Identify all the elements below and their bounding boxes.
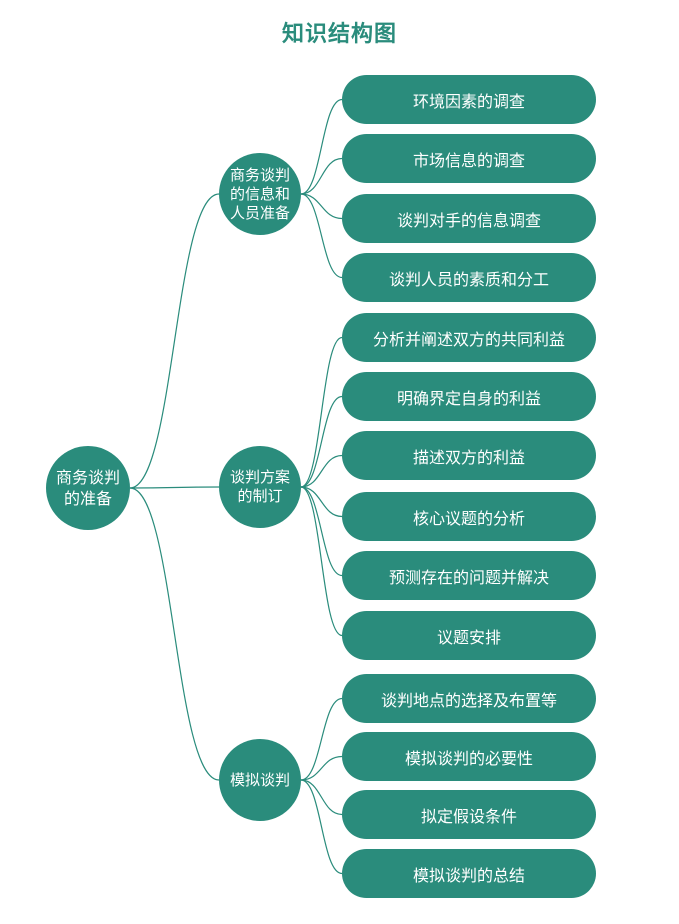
leaf-label: 模拟谈判的必要性 bbox=[404, 748, 533, 768]
leaf-label: 谈判地点的选择及布置等 bbox=[380, 690, 557, 710]
leaf-node[interactable]: 谈判对手的信息调查 bbox=[342, 194, 596, 243]
page-title: 知识结构图 bbox=[281, 22, 397, 47]
leaf-node[interactable]: 模拟谈判的必要性 bbox=[342, 732, 596, 781]
leaf-label: 议题安排 bbox=[436, 627, 501, 647]
connector-line bbox=[300, 779, 343, 816]
connector-line bbox=[300, 755, 343, 781]
leaf-node[interactable]: 明确界定自身的利益 bbox=[342, 372, 596, 421]
leaf-node[interactable]: 预测存在的问题并解决 bbox=[342, 551, 596, 600]
connector-line bbox=[300, 98, 343, 195]
connector-line bbox=[300, 779, 343, 875]
branch-node-simulation[interactable]: 模拟谈判 bbox=[219, 739, 301, 821]
leaf-node[interactable]: 市场信息的调查 bbox=[342, 134, 596, 183]
connector-line bbox=[129, 193, 220, 489]
branch-node-info-personnel[interactable]: 商务谈判的信息和人员准备 bbox=[219, 153, 301, 235]
leaf-node[interactable]: 议题安排 bbox=[342, 611, 596, 660]
connector-line bbox=[300, 697, 343, 781]
leaf-node[interactable]: 核心议题的分析 bbox=[342, 492, 596, 541]
leaf-label: 预测存在的问题并解决 bbox=[388, 567, 549, 587]
branch-node-label: 商务谈判的信息和人员准备 bbox=[229, 165, 290, 222]
root-node[interactable]: 商务谈判的准备 bbox=[46, 446, 130, 530]
leaf-label: 拟定假设条件 bbox=[420, 806, 517, 826]
leaf-node[interactable]: 模拟谈判的总结 bbox=[342, 849, 596, 898]
connector-line bbox=[300, 486, 343, 637]
connector-line bbox=[129, 487, 220, 781]
branch-node-plan[interactable]: 谈判方案的制订 bbox=[219, 446, 301, 528]
leaf-label: 谈判对手的信息调查 bbox=[396, 210, 541, 230]
leaf-label: 谈判人员的素质和分工 bbox=[388, 269, 549, 289]
leaf-node[interactable]: 拟定假设条件 bbox=[342, 790, 596, 839]
leaf-label: 明确界定自身的利益 bbox=[396, 388, 541, 408]
branch-node-label: 谈判方案的制订 bbox=[229, 468, 290, 505]
leaf-node[interactable]: 描述双方的利益 bbox=[342, 431, 596, 480]
leaf-label: 市场信息的调查 bbox=[412, 150, 525, 170]
leaf-label: 核心议题的分析 bbox=[412, 508, 525, 528]
leaf-label: 模拟谈判的总结 bbox=[412, 865, 525, 885]
leaf-node[interactable]: 谈判人员的素质和分工 bbox=[342, 253, 596, 302]
connector-line bbox=[300, 336, 343, 488]
leaf-label: 描述双方的利益 bbox=[412, 447, 525, 467]
leaf-node[interactable]: 环境因素的调查 bbox=[342, 75, 596, 124]
connector-line bbox=[300, 193, 343, 220]
connector-line bbox=[300, 395, 343, 488]
connector-line bbox=[300, 454, 343, 488]
leaf-label: 环境因素的调查 bbox=[412, 91, 525, 111]
root-node-label: 商务谈判的准备 bbox=[55, 468, 120, 508]
branch-node-label: 模拟谈判 bbox=[229, 770, 290, 789]
connector-line bbox=[300, 157, 343, 195]
leaf-label: 分析并阐述双方的共同利益 bbox=[372, 329, 565, 349]
connector-line bbox=[300, 486, 343, 577]
leaf-node[interactable]: 分析并阐述双方的共同利益 bbox=[342, 313, 596, 362]
connector-line bbox=[300, 486, 343, 518]
leaf-node[interactable]: 谈判地点的选择及布置等 bbox=[342, 674, 596, 723]
connector-line bbox=[300, 193, 343, 279]
connector-line bbox=[129, 486, 220, 489]
